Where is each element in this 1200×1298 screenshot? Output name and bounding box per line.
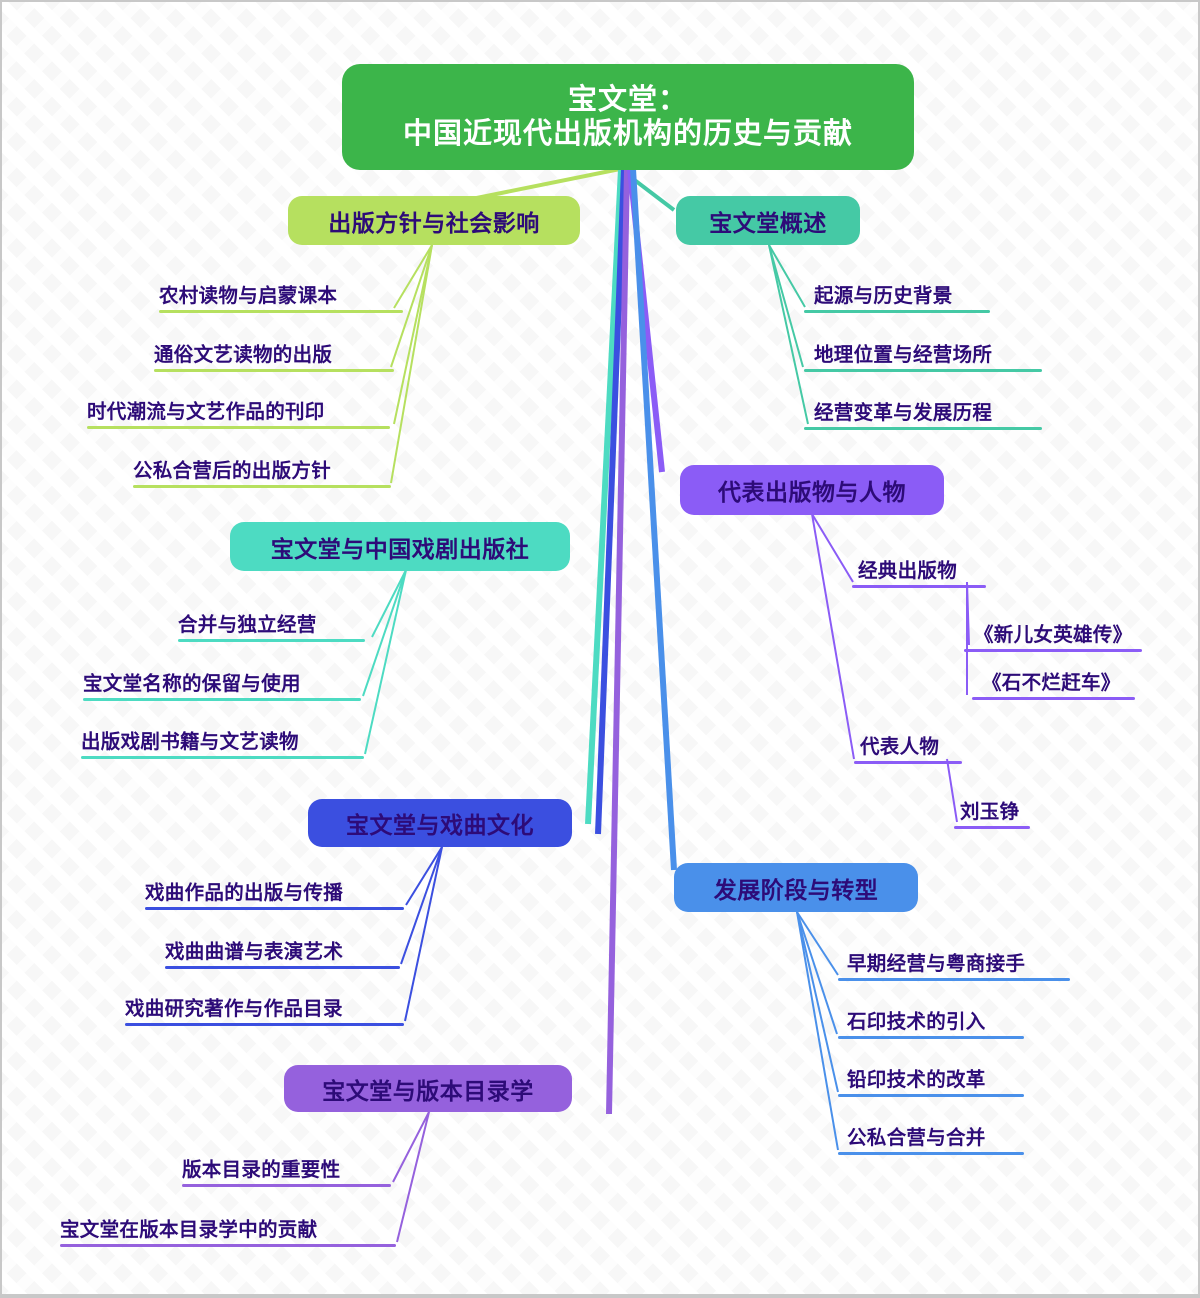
root-title-line1: 宝文堂：: [567, 83, 688, 116]
leaf-item[interactable]: 宝文堂名称的保留与使用: [83, 667, 361, 704]
leaf-label: 地理位置与经营场所: [814, 344, 993, 366]
branch-node-opera-culture[interactable]: 宝文堂与戏曲文化: [308, 799, 572, 847]
leaf-label: 铅印技术的改革: [847, 1069, 986, 1091]
leaf-item[interactable]: 刘玉铮: [954, 795, 1030, 832]
leaf-underline: [165, 966, 400, 969]
leaf-item[interactable]: 经营变革与发展历程: [804, 396, 1042, 433]
leaf-underline: [145, 907, 404, 910]
leaf-underline: [60, 1244, 396, 1247]
leaf-item[interactable]: 公私合营后的出版方针: [133, 454, 391, 491]
leaf-label: 经典出版物: [858, 560, 958, 582]
leaf-item[interactable]: 戏曲作品的出版与传播: [145, 876, 404, 913]
branch-label: 宝文堂与戏曲文化: [346, 812, 534, 838]
branch-label: 宝文堂概述: [709, 209, 827, 236]
leaf-label: 刘玉铮: [960, 801, 1020, 823]
leaf-label: 戏曲研究著作与作品目录: [125, 998, 343, 1020]
leaf-item[interactable]: 《新儿女英雄传》: [964, 618, 1142, 655]
leaf-underline: [838, 1036, 1024, 1039]
leaf-underline: [964, 649, 1142, 652]
leaf-underline: [804, 369, 1042, 372]
branch-node-stages[interactable]: 发展阶段与转型: [674, 863, 918, 912]
branch-node-drama-press[interactable]: 宝文堂与中国戏剧出版社: [230, 522, 570, 571]
leaf-item[interactable]: 出版戏剧书籍与文艺读物: [81, 725, 364, 762]
leaf-item[interactable]: 铅印技术的改革: [838, 1063, 1024, 1100]
leaf-underline: [159, 310, 403, 313]
leaf-item[interactable]: 通俗文艺读物的出版: [154, 338, 394, 375]
leaf-label: 公私合营与合并: [847, 1127, 986, 1149]
leaf-label: 代表人物: [860, 736, 940, 758]
leaf-item[interactable]: 石印技术的引入: [838, 1005, 1024, 1042]
leaf-underline: [852, 585, 986, 588]
leaf-underline: [81, 756, 364, 759]
branch-label: 发展阶段与转型: [713, 876, 879, 903]
leaf-item[interactable]: 公私合营与合并: [838, 1121, 1024, 1158]
branch-label: 出版方针与社会影响: [328, 209, 540, 236]
leaf-label: 宝文堂在版本目录学中的贡献: [60, 1219, 318, 1241]
leaf-item[interactable]: 代表人物: [854, 730, 962, 767]
leaf-label: 早期经营与粤商接手: [847, 953, 1026, 975]
leaf-label: 公私合营后的出版方针: [133, 460, 332, 482]
leaf-underline: [182, 1184, 391, 1187]
leaf-underline: [854, 761, 962, 764]
leaf-item[interactable]: 经典出版物: [852, 554, 986, 591]
root-node[interactable]: 宝文堂： 中国近现代出版机构的历史与贡献: [342, 64, 914, 170]
leaf-underline: [838, 1152, 1024, 1155]
leaf-label: 经营变革与发展历程: [814, 402, 993, 424]
leaf-label: 《石不烂赶车》: [982, 672, 1121, 694]
leaf-label: 戏曲曲谱与表演艺术: [165, 941, 344, 963]
leaf-item[interactable]: 戏曲研究著作与作品目录: [125, 992, 404, 1029]
leaf-label: 石印技术的引入: [847, 1011, 986, 1033]
leaf-item[interactable]: 宝文堂在版本目录学中的贡献: [60, 1213, 396, 1250]
branch-label: 代表出版物与人物: [718, 479, 906, 505]
leaf-underline: [838, 978, 1070, 981]
leaf-label: 起源与历史背景: [814, 285, 953, 307]
root-title-line2: 中国近现代出版机构的历史与贡献: [402, 118, 853, 150]
branch-node-bibliography[interactable]: 宝文堂与版本目录学: [284, 1065, 572, 1112]
leaf-item[interactable]: 农村读物与启蒙课本: [159, 279, 403, 316]
leaf-underline: [133, 485, 391, 488]
leaf-item[interactable]: 早期经营与粤商接手: [838, 947, 1070, 984]
leaf-label: 版本目录的重要性: [182, 1159, 341, 1181]
leaf-underline: [178, 639, 365, 642]
leaf-item[interactable]: 戏曲曲谱与表演艺术: [165, 935, 400, 972]
branch-label: 宝文堂与版本目录学: [322, 1077, 534, 1104]
leaf-underline: [972, 697, 1135, 700]
leaf-label: 农村读物与启蒙课本: [159, 285, 338, 307]
branch-node-publishing-policy[interactable]: 出版方针与社会影响: [288, 196, 580, 245]
leaf-label: 合并与独立经营: [178, 614, 317, 636]
leaf-label: 出版戏剧书籍与文艺读物: [81, 731, 299, 753]
leaf-label: 《新儿女英雄传》: [974, 624, 1133, 646]
leaf-underline: [954, 826, 1030, 829]
branch-node-works-people[interactable]: 代表出版物与人物: [680, 465, 944, 515]
leaf-item[interactable]: 版本目录的重要性: [182, 1153, 391, 1190]
leaf-label: 时代潮流与文艺作品的刊印: [87, 401, 325, 423]
leaf-label: 戏曲作品的出版与传播: [145, 882, 344, 904]
leaf-underline: [83, 698, 361, 701]
branch-label: 宝文堂与中国戏剧出版社: [270, 535, 530, 562]
leaf-item[interactable]: 时代潮流与文艺作品的刊印: [87, 395, 390, 432]
leaf-item[interactable]: 起源与历史背景: [804, 279, 990, 316]
leaf-underline: [838, 1094, 1024, 1097]
leaf-underline: [804, 427, 1042, 430]
leaf-underline: [804, 310, 990, 313]
leaf-underline: [87, 426, 390, 429]
leaf-item[interactable]: 《石不烂赶车》: [972, 666, 1135, 703]
leaf-label: 通俗文艺读物的出版: [154, 344, 333, 366]
leaf-item[interactable]: 地理位置与经营场所: [804, 338, 1042, 375]
leaf-underline: [125, 1023, 404, 1026]
leaf-label: 宝文堂名称的保留与使用: [83, 673, 301, 695]
leaf-underline: [154, 369, 394, 372]
leaf-item[interactable]: 合并与独立经营: [178, 608, 365, 645]
branch-node-overview[interactable]: 宝文堂概述: [676, 196, 860, 245]
